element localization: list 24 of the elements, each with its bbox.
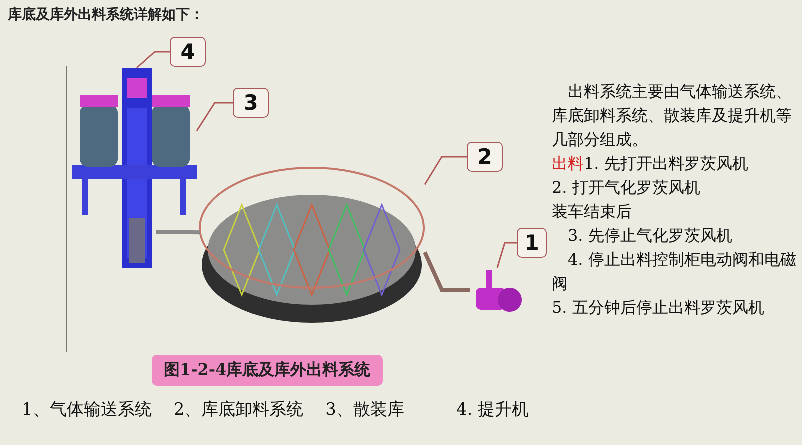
- leader-line: [424, 156, 467, 186]
- legend-item-text: 3、散装库: [326, 399, 404, 421]
- step-text: 2. 打开气化罗茨风机: [552, 177, 702, 199]
- callout-number: 1: [517, 228, 547, 258]
- title: 库底及库外出料系统详解如下：: [8, 6, 204, 24]
- step-text: 4. 停止出料控制柜电动阀和电磁阀: [552, 249, 798, 295]
- step-text: 3. 先停止气化罗茨风机: [567, 225, 734, 247]
- leader-line: [136, 51, 170, 69]
- leader-line: [196, 102, 233, 132]
- pipe-line: [423, 252, 470, 292]
- leader-line: [496, 242, 517, 268]
- figure-caption: 图1-2-4库底及库外出料系统: [152, 355, 383, 386]
- callout-number: 4: [170, 37, 206, 67]
- legend-item-text: 4. 提升机: [456, 399, 530, 421]
- step-text: 出料1. 先打开出料罗茨风机: [552, 153, 750, 175]
- step-text: 5. 五分钟后停止出料罗茨风机: [552, 297, 766, 319]
- pipe-line: [156, 230, 200, 235]
- bulk-silo-drawing: [72, 95, 197, 215]
- legend-item-text: 1、气体输送系统: [22, 399, 152, 421]
- callout-number: 3: [233, 88, 269, 118]
- callout-number: 2: [467, 142, 503, 172]
- description-text: 出料系统主要由气体输送系统、库底卸料系统、散装库及提升机等几部分组成。: [552, 81, 793, 151]
- note-text: 装车结束后: [552, 201, 633, 223]
- legend-item-text: 2、库底卸料系统: [174, 399, 304, 421]
